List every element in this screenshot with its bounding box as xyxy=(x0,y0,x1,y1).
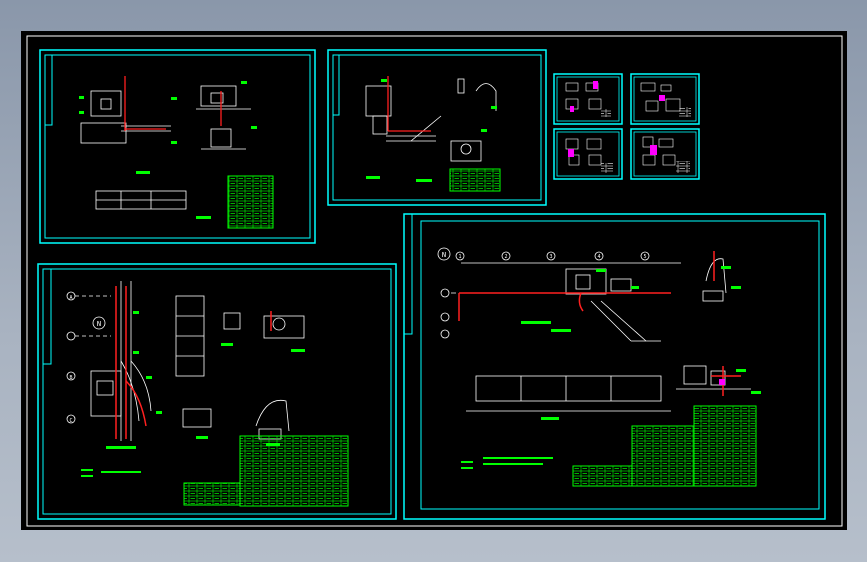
grid-bubble-a: A xyxy=(69,295,72,301)
sheet-top-middle[interactable] xyxy=(327,49,547,206)
grid-bubble-3: 3 xyxy=(549,254,552,260)
north-arrow-bottom-right: N xyxy=(442,251,446,259)
sheet-top-left[interactable] xyxy=(39,49,316,244)
sheet-thumb-2[interactable] xyxy=(630,73,700,125)
grid-bubble-c: C xyxy=(69,418,72,424)
grid-bubble-4: 4 xyxy=(597,254,600,260)
sheet-thumb-1[interactable] xyxy=(553,73,623,125)
cad-drawing: N A B C xyxy=(26,35,843,527)
grid-bubble-1: 1 xyxy=(458,254,461,260)
grid-bubble-b: B xyxy=(69,375,72,381)
grid-bubble-2: 2 xyxy=(504,254,507,260)
sheet-thumb-3[interactable] xyxy=(553,128,623,180)
grid-bubble-5: 5 xyxy=(643,254,646,260)
north-arrow-bottom-left: N xyxy=(97,320,101,328)
cad-drawing-canvas[interactable]: N A B C xyxy=(21,31,847,530)
sheet-bottom-left[interactable]: N A B C xyxy=(37,263,397,520)
sheet-thumb-4[interactable] xyxy=(630,128,700,180)
outer-frame xyxy=(26,35,843,527)
sheet-bottom-right[interactable]: N 1 2 3 4 5 xyxy=(403,213,826,520)
